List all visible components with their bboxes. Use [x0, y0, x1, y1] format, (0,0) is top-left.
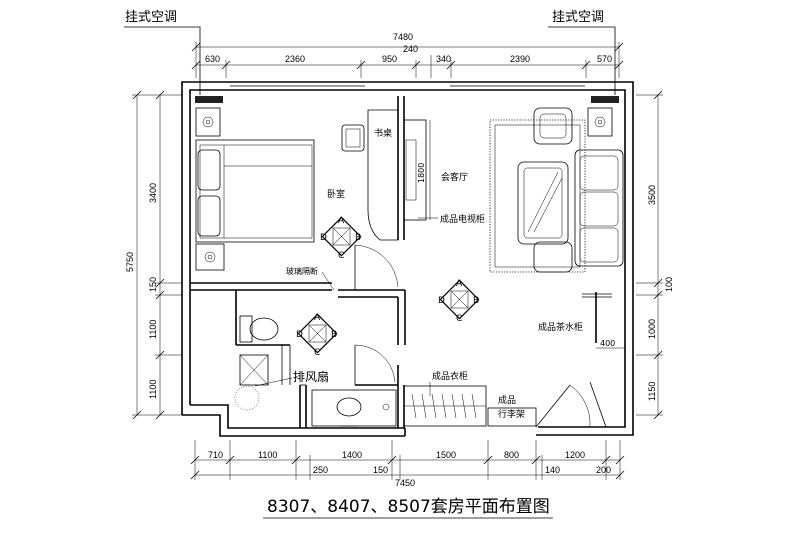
bottom-dim-seg: 1100 — [258, 450, 277, 460]
bed — [195, 139, 315, 243]
ac-label-left: 挂式空调 — [125, 10, 177, 25]
armchair — [533, 107, 573, 145]
svg-text:C: C — [338, 251, 344, 261]
sink-icon — [336, 397, 362, 417]
right-dim-seg: 1150 — [647, 382, 657, 401]
bottom-dim-seg2: 140 — [545, 465, 560, 475]
room-label-tv-cabinet: 成品电视柜 — [440, 213, 485, 225]
bottom-dim-total: 7450 — [395, 478, 415, 488]
svg-text:A: A — [338, 216, 345, 226]
svg-text:A: A — [314, 313, 321, 323]
interior-walls — [190, 96, 612, 428]
room-label-fan: 排风扇 — [293, 369, 329, 384]
left-dim-seg: 3400 — [148, 183, 158, 203]
bottom-dim-seg2: 150 — [373, 465, 388, 475]
section-marker-living: A C D B — [438, 279, 480, 324]
wardrobe — [403, 385, 487, 427]
doors — [281, 244, 607, 428]
top-dim-seg: 2390 — [510, 54, 530, 64]
room-label-bedroom: 卧室 — [327, 188, 345, 200]
left-dim-total: 5750 — [125, 252, 135, 272]
tv-dim-label: 1800 — [417, 163, 426, 183]
top-dim-seg: 2360 — [285, 54, 305, 64]
svg-text:D: D — [296, 330, 303, 340]
ac-unit-right-icon — [591, 96, 619, 103]
right-dimensions: 3500 100 1000 1150 — [636, 90, 674, 420]
toilet-bowl — [249, 317, 279, 341]
ac-leader-right — [548, 26, 616, 95]
right-dim-seg: 1000 — [647, 319, 657, 339]
left-dimensions: 5750 3400 150 1100 1100 — [125, 90, 182, 420]
svg-text:C: C — [314, 348, 320, 358]
room-label-glass-partition: 玻璃隔断 — [286, 266, 318, 276]
section-marker-bathroom: A C D B — [296, 313, 338, 358]
svg-text:B: B — [473, 296, 479, 306]
luggage-rack — [487, 407, 537, 427]
section-marker-bedroom: A C D B — [320, 216, 362, 261]
room-label-living: 会客厅 — [441, 171, 468, 183]
desk — [367, 109, 399, 241]
bottom-dim-seg: 800 — [504, 450, 519, 460]
bottom-dim-seg: 1500 — [436, 450, 456, 460]
bottom-dim-seg2: 200 — [596, 465, 611, 475]
bottom-dim-seg: 1200 — [565, 450, 585, 460]
bathroom-fixtures — [234, 315, 397, 427]
svg-text:D: D — [320, 233, 327, 243]
nightstand — [195, 107, 221, 137]
bottom-dim-seg: 1400 — [342, 450, 362, 460]
fan-leader — [254, 377, 293, 387]
ac-leader-left — [124, 26, 201, 95]
svg-text:D: D — [438, 296, 445, 306]
top-dim-seg: 950 — [382, 54, 397, 64]
svg-text:B: B — [355, 233, 361, 243]
page-title: 8307、8407、8507套房平面布置图 — [267, 497, 550, 517]
top-dimensions: 7480 630 2360 950 240 340 2390 570 — [191, 32, 624, 78]
svg-text:A: A — [456, 279, 463, 289]
top-dim-seg: 570 — [597, 54, 612, 64]
ac-label-right: 挂式空调 — [552, 10, 604, 25]
nightstand — [195, 243, 225, 271]
bottom-dim-seg2: 250 — [313, 465, 328, 475]
armchair — [533, 241, 573, 273]
top-dim-seg: 240 — [403, 44, 418, 54]
left-dim-seg: 150 — [148, 277, 158, 292]
sofa — [574, 149, 624, 267]
coffee-table — [517, 161, 569, 245]
fan-icon — [234, 385, 260, 411]
bedroom-furniture — [195, 107, 399, 271]
left-dim-seg: 1100 — [148, 320, 158, 339]
side-table — [587, 107, 613, 137]
room-label-wardrobe: 成品衣柜 — [432, 370, 468, 382]
shower-tray — [239, 354, 269, 386]
tv-cabinet — [403, 119, 431, 221]
toilet-tank — [239, 315, 253, 343]
room-label-tea-cabinet: 成品茶水柜 — [538, 321, 583, 333]
pillow — [197, 195, 221, 237]
bottom-dimensions: 710 1100 1400 1500 800 1200 250 150 140 … — [190, 440, 625, 488]
pillow — [197, 149, 221, 191]
ac-unit-left-icon — [195, 96, 223, 103]
bottom-dim-seg: 710 — [208, 450, 223, 460]
room-label-desk: 书桌 — [374, 127, 392, 139]
tea-dim-label: 400 — [600, 339, 615, 348]
desk-chair — [341, 124, 365, 152]
svg-text:B: B — [331, 330, 337, 340]
left-dim-seg: 1100 — [148, 380, 158, 399]
top-dim-total: 7480 — [393, 32, 413, 42]
top-dim-seg: 340 — [436, 54, 451, 64]
partition-leader — [321, 271, 335, 291]
rug — [489, 119, 586, 273]
svg-text:C: C — [456, 314, 462, 324]
right-dim-seg: 3500 — [647, 185, 657, 205]
top-dim-seg: 630 — [205, 54, 220, 64]
exterior-walls — [181, 81, 634, 437]
right-dim-seg: 100 — [664, 277, 674, 292]
living-furniture — [489, 107, 624, 273]
room-label-luggage-2: 行李架 — [498, 408, 525, 420]
room-label-luggage-1: 成品 — [498, 394, 516, 406]
